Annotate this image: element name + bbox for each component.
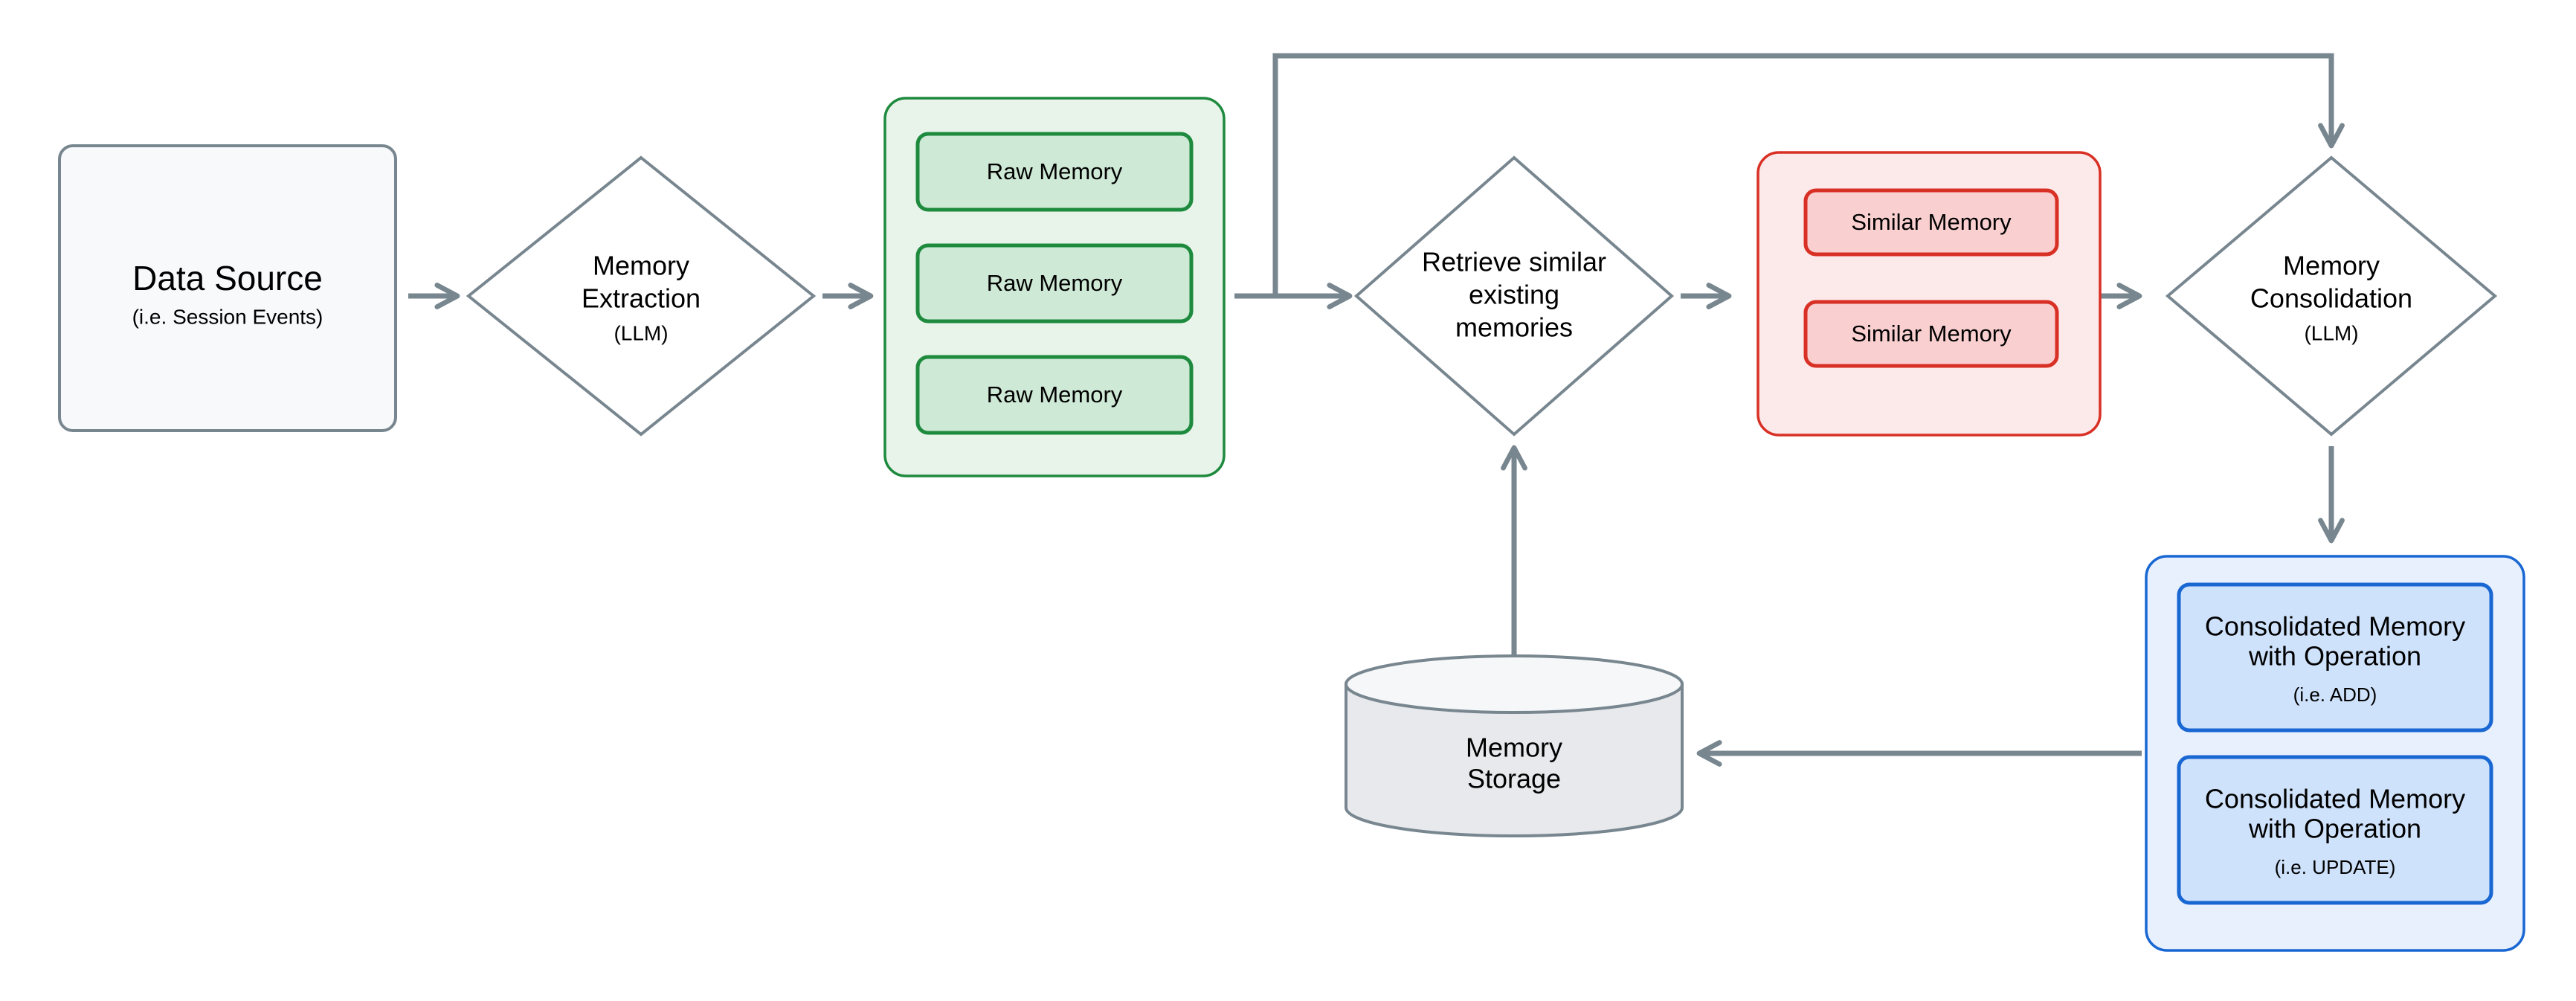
node-memory-storage[interactable]: Memory Storage [1345,654,1684,837]
node-memory-extraction[interactable]: Memory Extraction (LLM) [466,155,817,437]
node-memory-consolidation[interactable]: Memory Consolidation (LLM) [2165,155,2498,437]
data-source-box [58,144,397,432]
raw-memory-card-3-label: Raw Memory [987,382,1123,408]
consolidated-memory-card-2-line2: with Operation [2248,814,2421,844]
raw-memory-card-3[interactable]: Raw Memory [915,355,1194,435]
consolidated-memory-card-2[interactable]: Consolidated Memory with Operation (i.e.… [2177,755,2493,905]
memory-extraction-line1: Memory [593,251,689,281]
similar-memory-card-2-box [1803,300,2059,368]
data-source-subtitle: (i.e. Session Events) [132,305,323,328]
node-data-source[interactable]: Data Source (i.e. Session Events) [58,144,397,432]
raw-memory-card-2-label: Raw Memory [987,270,1123,296]
node-consolidated-memory-group[interactable]: Consolidated Memory with Operation (i.e.… [2145,555,2525,952]
consolidated-memory-card-1-subtitle: (i.e. ADD) [2293,683,2377,706]
data-source-title: Data Source [132,259,323,297]
memory-consolidation-subtitle: (LLM) [2304,321,2358,344]
consolidated-memory-card-2-box [2177,755,2493,905]
edge-raw-memory-to-consolidation-loop [1272,53,2331,296]
memory-storage-cylinder-top [1345,654,1684,714]
memory-consolidation-diamond [2165,155,2498,437]
raw-memory-card-1-label: Raw Memory [987,158,1123,184]
similar-memory-card-1-label: Similar Memory [1851,209,2012,235]
similar-memory-card-2-label: Similar Memory [1851,321,2012,347]
retrieve-similar-line1: Retrieve similar [1422,247,1606,277]
memory-consolidation-line1: Memory [2283,251,2380,281]
similar-memory-card-2[interactable]: Similar Memory [1803,300,2059,368]
raw-memory-card-3-box [915,355,1194,435]
similar-memory-card-1[interactable]: Similar Memory [1803,188,2059,257]
raw-memory-card-2[interactable]: Raw Memory [915,243,1194,324]
memory-consolidation-line2: Consolidation [2250,283,2412,314]
node-retrieve-similar[interactable]: Retrieve similar existing memories [1353,155,1675,437]
memory-extraction-diamond [466,155,817,437]
raw-memory-card-1-box [915,132,1194,212]
memory-extraction-subtitle: (LLM) [614,321,668,344]
consolidated-memory-card-1-line2: with Operation [2248,641,2421,672]
memory-extraction-line2: Extraction [582,283,701,314]
similar-memory-card-1-box [1803,188,2059,257]
memory-storage-line2: Storage [1467,764,1561,794]
raw-memory-card-1[interactable]: Raw Memory [915,132,1194,212]
memory-storage-line1: Memory [1466,733,1562,763]
memory-storage-cylinder-body [1345,683,1684,837]
consolidated-memory-card-1-box [2177,582,2493,733]
consolidated-memory-card-2-subtitle: (i.e. UPDATE) [2275,856,2396,878]
retrieve-similar-line2: existing [1469,280,1559,310]
consolidated-memory-card-1[interactable]: Consolidated Memory with Operation (i.e.… [2177,582,2493,733]
retrieve-similar-line3: memories [1455,312,1573,343]
node-similar-memory-group[interactable]: Similar Memory Similar Memory [1756,151,2102,437]
raw-memory-card-2-box [915,243,1194,324]
consolidated-memory-card-2-line1: Consolidated Memory [2205,784,2465,814]
retrieve-similar-diamond [1353,155,1675,437]
consolidated-memory-card-1-line1: Consolidated Memory [2205,611,2465,642]
node-raw-memory-group[interactable]: Raw Memory Raw Memory Raw Memory [883,97,1226,477]
